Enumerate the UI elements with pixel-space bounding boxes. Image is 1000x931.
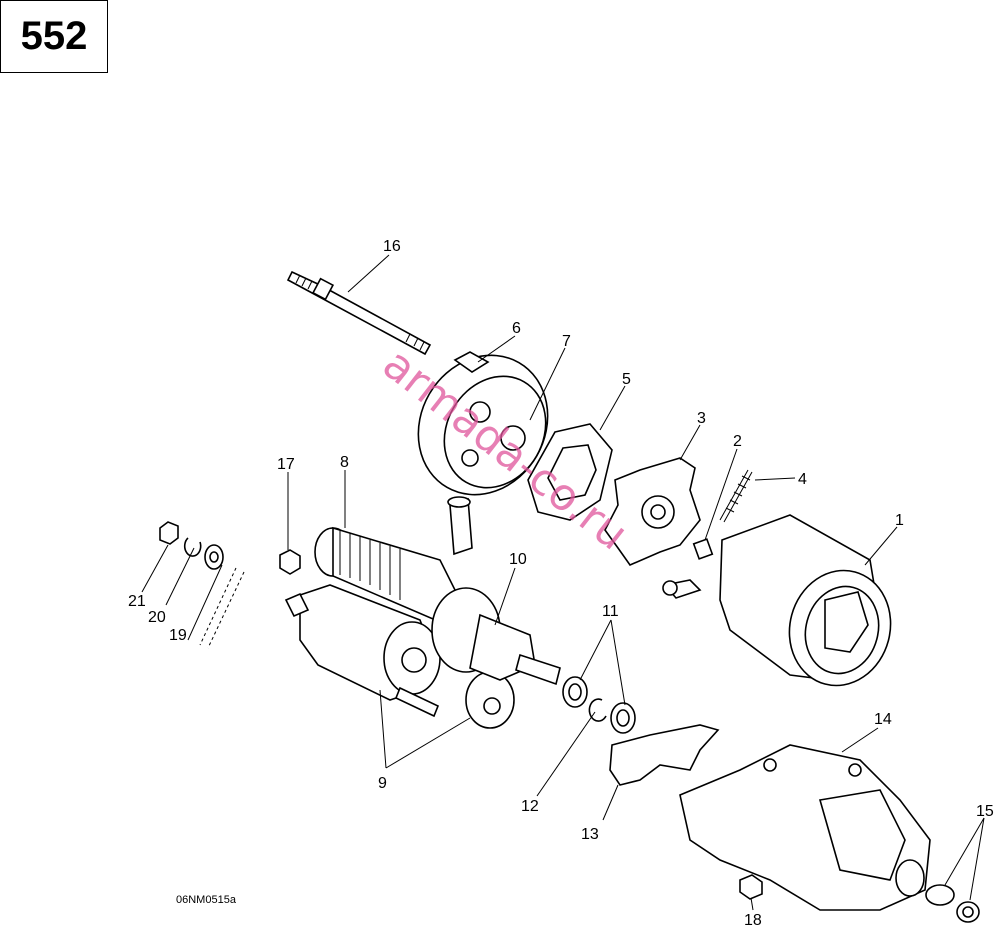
- callout-2: 2: [733, 433, 742, 450]
- part-7-brush: [447, 496, 473, 556]
- part-16-through-bolt: [286, 270, 432, 356]
- page-number: 552: [20, 14, 88, 58]
- part-19-washer: [199, 544, 245, 649]
- part-8-armature: [314, 526, 456, 624]
- part-15-bushing: [925, 884, 980, 923]
- callout-15: 15: [976, 803, 994, 820]
- part-4-spring: [719, 469, 753, 523]
- part-21-nut: [159, 521, 179, 545]
- callout-12: 12: [521, 798, 539, 815]
- part-17-nut: [279, 549, 301, 575]
- callout-14: 14: [874, 711, 892, 728]
- part-12-snap-ring: [588, 698, 607, 722]
- part-3-brush-holder: [604, 457, 701, 566]
- callout-11: 11: [602, 603, 619, 620]
- callout-5: 5: [622, 371, 631, 388]
- part-6-end-cap: [417, 351, 549, 496]
- part-1-yoke-housing: [662, 514, 892, 687]
- part-10-drive-assembly: [431, 587, 561, 686]
- callout-13: 13: [581, 826, 599, 843]
- part-9-solenoid: [284, 584, 515, 729]
- drawing-code: 06NM0515a: [176, 894, 237, 906]
- callout-21: 21: [128, 593, 146, 610]
- callout-19: 19: [169, 627, 187, 644]
- callout-10: 10: [509, 551, 527, 568]
- part-2-brush: [692, 538, 714, 560]
- callout-18: 18: [744, 912, 762, 929]
- callout-4: 4: [798, 471, 807, 488]
- callout-8: 8: [340, 454, 349, 471]
- part-14-drive-housing: [679, 744, 931, 911]
- page-number-box: 552: [0, 0, 108, 73]
- callout-1: 1: [895, 512, 904, 529]
- callout-3: 3: [697, 410, 706, 427]
- leader-lines: [141, 254, 985, 911]
- callout-9: 9: [378, 775, 387, 792]
- callout-6: 6: [512, 320, 521, 337]
- part-18-nut: [739, 874, 763, 900]
- callout-17: 17: [277, 456, 295, 473]
- part-11-washers: [562, 676, 636, 734]
- callout-16: 16: [383, 238, 401, 255]
- part-20-lock-washer: [183, 537, 202, 557]
- callout-7: 7: [562, 333, 571, 350]
- part-13-shift-lever: [609, 724, 720, 786]
- callout-labels: 16 6 7 5 3 2 4 1 8 17 10 11 21 20 19 14 …: [128, 238, 994, 929]
- callout-20: 20: [148, 609, 166, 626]
- part-5-insulator-plate: [527, 423, 613, 521]
